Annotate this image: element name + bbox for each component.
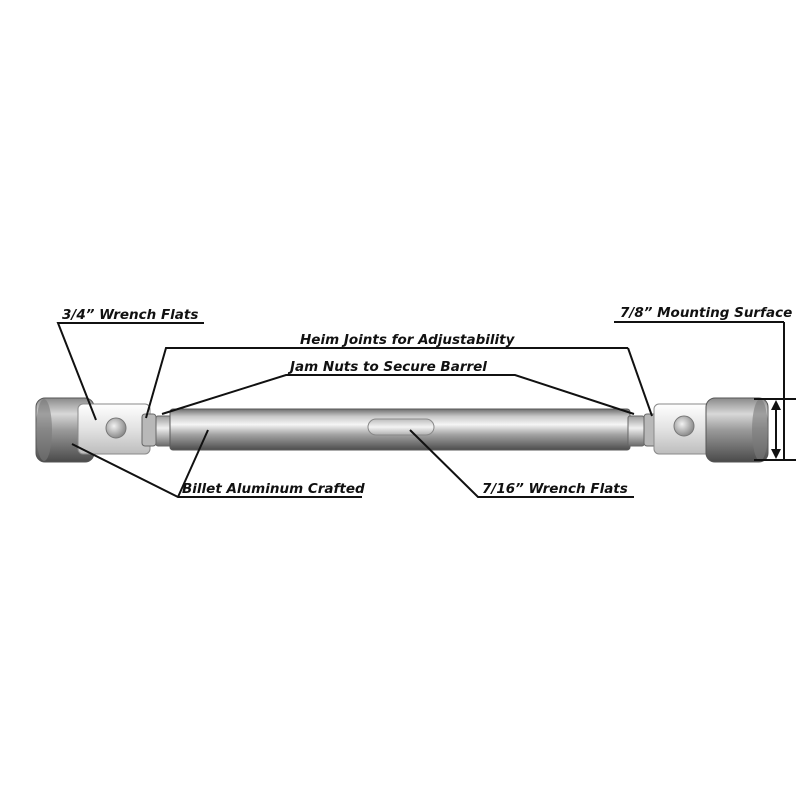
left-bolt-icon <box>105 417 127 439</box>
right-bolt-icon <box>673 415 695 437</box>
label-billet-aluminum: Billet Aluminum Crafted <box>182 481 365 497</box>
leader-billet-right <box>177 429 209 498</box>
tie-rod-assembly <box>35 397 769 463</box>
right-jam-nut <box>627 415 645 447</box>
label-mounting-surface: 7/8” Mounting Surface <box>620 305 792 321</box>
label-heim-joints: Heim Joints for Adjustability <box>300 332 516 348</box>
leader-wrench-flats-7-16 <box>409 429 634 498</box>
label-wrench-flats-7-16: 7/16” Wrench Flats <box>482 481 628 497</box>
left-rod-end <box>35 397 157 463</box>
dimension-arrow-icon <box>754 398 796 461</box>
label-wrench-flats-3-4: 3/4” Wrench Flats <box>62 307 198 323</box>
leader-heim-joints-right-diag <box>627 347 653 417</box>
leader-heim-joints-left <box>145 347 503 419</box>
right-rod-end <box>643 397 769 463</box>
leader-wrench-flats-3-4 <box>56 322 204 421</box>
left-heim-joint <box>141 413 157 447</box>
leader-jam-nuts-right <box>496 374 635 415</box>
barrel-wrench-flat <box>367 418 435 436</box>
leader-jam-nuts-left <box>161 374 496 415</box>
label-jam-nuts: Jam Nuts to Secure Barrel <box>287 359 487 375</box>
leader-lines <box>56 321 785 498</box>
